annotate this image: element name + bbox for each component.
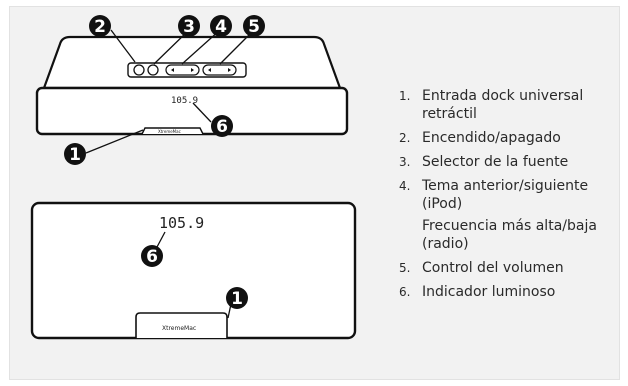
legend-item-3: 3. Selector de la fuente [399, 153, 614, 171]
top-view-brand: XtremeMac [158, 129, 181, 134]
callout-2-label: 2 [94, 17, 106, 37]
legend-item-2-num: 2. [399, 131, 411, 145]
callout-6-front: 6 [141, 245, 163, 267]
callout-3: 3 [178, 15, 200, 37]
legend-item-4: 4. Tema anterior/siguiente (iPod) [399, 177, 614, 213]
callout-5: 5 [243, 15, 265, 37]
legend-item-4-text: Tema anterior/siguiente (iPod) [422, 178, 589, 212]
legend-item-6-text: Indicador luminoso [422, 284, 556, 300]
legend-item-4-num: 4. [399, 179, 411, 193]
dock-tab [141, 127, 204, 135]
callout-1-top-label: 1 [69, 145, 81, 165]
volume-rocker [202, 64, 237, 76]
callout-1-front: 1 [226, 287, 248, 309]
legend-item-5-text: Control del volumen [422, 260, 564, 276]
source-button [147, 64, 159, 76]
legend-item-2: 2. Encendido/apagado [399, 129, 614, 147]
top-view-display: 105.9 [171, 96, 198, 106]
legend-item-3-num: 3. [399, 155, 411, 169]
callout-5-label: 5 [248, 17, 260, 37]
callout-3-label: 3 [183, 17, 195, 37]
track-rocker [165, 64, 200, 76]
callout-2: 2 [89, 15, 111, 37]
callout-6-front-label: 6 [146, 247, 158, 267]
dock-front-box [35, 86, 349, 136]
legend-item-6-num: 6. [399, 285, 411, 299]
callout-4: 4 [210, 15, 232, 37]
top-view-speaker: 105.9 XtremeMac [35, 35, 349, 136]
legend-item-3-text: Selector de la fuente [422, 154, 569, 170]
front-view-brand: XtremeMac [162, 325, 196, 332]
callout-6-top-label: 6 [216, 117, 228, 137]
legend-item-2-text: Encendido/apagado [422, 130, 561, 146]
legend-item-1-num: 1. [399, 89, 411, 103]
front-dock-tab [135, 312, 228, 338]
legend-item-5-num: 5. [399, 261, 411, 275]
legend-item-4-radio-text: Frecuencia más alta/baja (radio) [422, 218, 597, 252]
callout-1-front-label: 1 [231, 289, 243, 309]
legend-item-1-text: Entrada dock universal retráctil [422, 88, 584, 122]
top-view-leaders [85, 29, 255, 154]
legend-item-1: 1. Entrada dock universal retráctil [399, 87, 614, 123]
callout-4-label: 4 [215, 17, 227, 37]
legend-item-4-radio: Frecuencia más alta/baja (radio) [399, 217, 614, 253]
legend-list: 1. Entrada dock universal retráctil 2. E… [399, 87, 614, 307]
callout-6-top: 6 [211, 115, 233, 137]
front-view-speaker: 105.9 XtremeMac [30, 201, 357, 340]
legend-item-6: 6. Indicador luminoso [399, 283, 614, 301]
legend-item-5: 5. Control del volumen [399, 259, 614, 277]
front-view-display: 105.9 [159, 214, 204, 232]
power-button [133, 64, 145, 76]
callout-1-top: 1 [64, 143, 86, 165]
